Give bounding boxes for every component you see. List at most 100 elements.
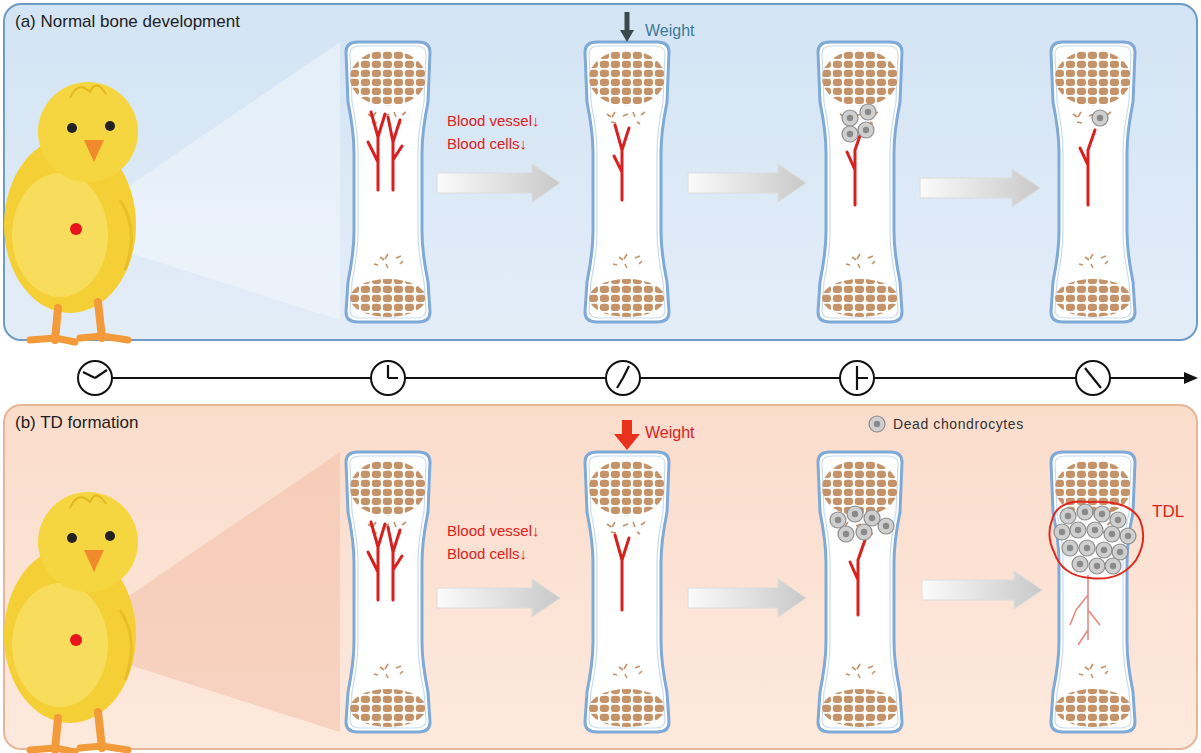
clock-icon [371, 361, 405, 395]
bone [818, 42, 902, 322]
clock-icon [617, 366, 629, 388]
clock-icon [78, 361, 112, 395]
bone [1080, 130, 1095, 205]
bone [1062, 540, 1078, 556]
clock-icon [1085, 368, 1101, 388]
weight-arrow [614, 420, 640, 450]
bone [368, 112, 402, 190]
bone [346, 42, 430, 322]
bone [1110, 512, 1126, 528]
timeline [1184, 372, 1198, 384]
bone [1051, 42, 1135, 322]
bone [1054, 524, 1070, 540]
process-arrow [688, 164, 806, 202]
bone [1105, 558, 1121, 574]
bone [368, 522, 402, 600]
bone [838, 526, 854, 542]
bone [614, 125, 629, 200]
bone [1077, 504, 1093, 520]
weight-arrow [620, 12, 634, 42]
timeline [112, 377, 1188, 379]
zoom-fan [76, 42, 340, 320]
bone [1120, 528, 1136, 544]
weight-label: Weight [645, 424, 695, 442]
process-arrow [437, 579, 560, 617]
bone [585, 42, 669, 322]
chick [4, 492, 138, 752]
bone [1112, 544, 1128, 560]
clock-icon [78, 361, 1110, 395]
effect-label: Blood vessel↓ [447, 112, 540, 129]
bone [346, 452, 430, 732]
bone [860, 104, 876, 120]
bone [856, 524, 872, 540]
bone [847, 506, 863, 522]
bone [858, 122, 874, 138]
bone [1070, 522, 1086, 538]
bone [1051, 452, 1135, 732]
panel-band: (b) TD formation [3, 404, 1198, 750]
bone [585, 452, 669, 732]
bone [1079, 540, 1095, 556]
bone [1051, 42, 1135, 322]
bone [842, 126, 858, 142]
bone [1087, 522, 1103, 538]
knee-dot [70, 634, 82, 646]
zoom-fan [76, 452, 340, 732]
bone [1092, 110, 1108, 126]
lesion-label: TDL [1152, 502, 1184, 522]
bone [1051, 452, 1136, 732]
process-arrow [922, 571, 1042, 609]
bone [615, 535, 629, 610]
bone [1072, 556, 1088, 572]
bone [847, 130, 862, 205]
weight-label: Weight [645, 22, 695, 40]
chick [4, 82, 138, 342]
process-arrow [437, 571, 1042, 617]
timeline [112, 372, 1198, 384]
weight-arrow [620, 30, 634, 42]
bone [1104, 526, 1120, 542]
bone [1060, 508, 1076, 524]
clock-icon [857, 366, 868, 390]
clock-icon [606, 361, 640, 395]
bone [1094, 506, 1110, 522]
process-arrow [688, 579, 806, 617]
effect-label: Blood vessel↓ [447, 522, 540, 539]
bone [585, 452, 669, 732]
bone [830, 512, 846, 528]
legend-sample [869, 416, 885, 432]
clock-icon [840, 361, 874, 395]
bone [1070, 575, 1100, 645]
lesion-outline [1049, 501, 1143, 578]
clock-icon [1076, 361, 1110, 395]
clock-icon [388, 365, 398, 378]
bone [585, 42, 669, 322]
bone [842, 110, 858, 126]
bone [1096, 542, 1112, 558]
bone [346, 42, 430, 322]
knee-dot [70, 223, 82, 235]
panel-band: (a) Normal bone development [3, 3, 1198, 341]
legend-text: Dead chondrocytes [893, 416, 1024, 432]
bone [878, 518, 894, 534]
panel-heading: (b) TD formation [15, 413, 138, 433]
legend-sample [869, 416, 885, 432]
weight-arrow [625, 12, 630, 32]
bone [818, 452, 902, 732]
process-arrow [437, 164, 560, 202]
bone [850, 540, 865, 615]
panel-heading: (a) Normal bone development [15, 12, 240, 32]
bone [346, 452, 430, 732]
bone [864, 510, 880, 526]
bone [818, 42, 902, 322]
bone [818, 452, 902, 732]
bone [1089, 558, 1105, 574]
process-arrow [920, 169, 1040, 207]
effect-label: Blood cells↓ [447, 135, 527, 152]
weight-arrow [614, 434, 640, 450]
weight-arrow [622, 420, 632, 436]
process-arrow [437, 164, 1040, 207]
